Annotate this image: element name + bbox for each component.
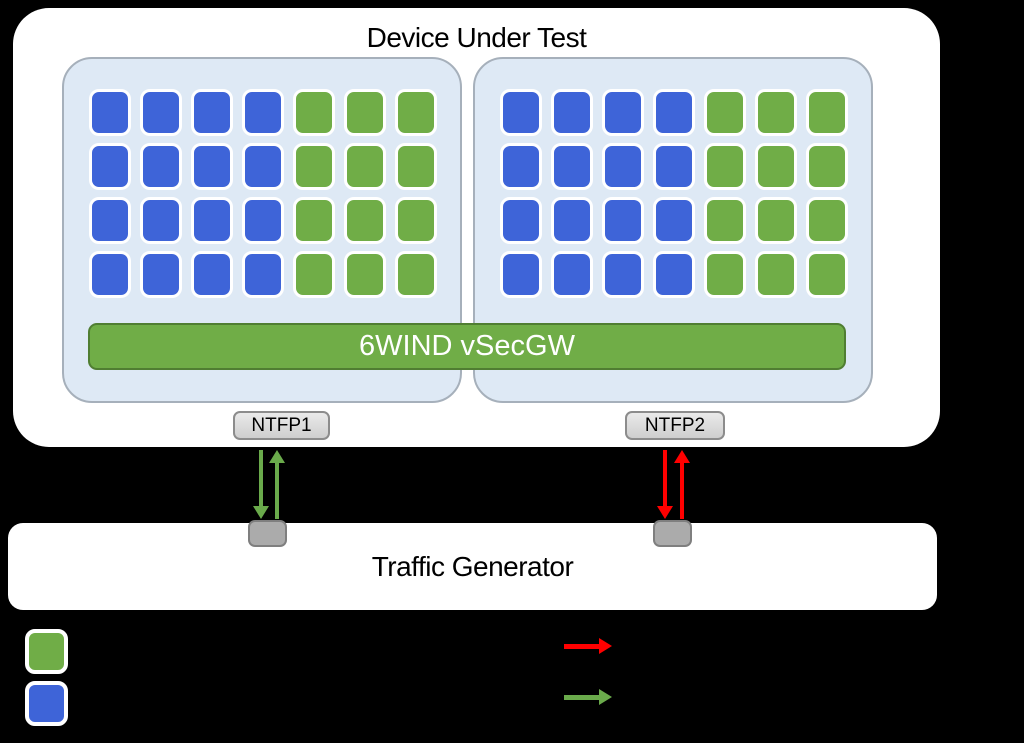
traffic-generator-title: Traffic Generator (371, 550, 574, 582)
core-cell-blue (140, 251, 182, 298)
core-cell-green (755, 197, 797, 244)
arrow-shaft (680, 462, 684, 519)
port-label-ntfp1: NTFP1 (233, 411, 330, 440)
arrow-head (253, 506, 269, 519)
vsecgw-bar: 6WIND vSecGW (88, 323, 846, 370)
arrow-shaft (564, 644, 600, 649)
core-cell-blue (242, 89, 284, 136)
core-cell-green (755, 251, 797, 298)
legend-blue-square-icon (25, 681, 68, 726)
core-grid-socket-2 (500, 89, 848, 298)
core-cell-green (704, 89, 746, 136)
core-cell-green (704, 197, 746, 244)
core-cell-blue (500, 251, 542, 298)
core-cell-green (395, 251, 437, 298)
arrow-head (599, 689, 612, 705)
arrow-head (674, 450, 690, 463)
core-cell-blue (89, 251, 131, 298)
core-cell-blue (500, 89, 542, 136)
legend-red-right-arrow-icon (564, 638, 612, 654)
core-cell-blue (602, 143, 644, 190)
arrow-shaft (663, 450, 667, 507)
core-cell-blue (653, 89, 695, 136)
core-cell-green (344, 251, 386, 298)
core-cell-blue (191, 197, 233, 244)
core-cell-green (806, 251, 848, 298)
core-cell-green (806, 197, 848, 244)
core-cell-blue (653, 143, 695, 190)
core-cell-green (293, 89, 335, 136)
tg-port-right (653, 520, 692, 547)
core-cell-green (704, 143, 746, 190)
core-cell-blue (242, 251, 284, 298)
core-cell-green (293, 251, 335, 298)
core-cell-blue (500, 197, 542, 244)
core-cell-green (806, 143, 848, 190)
core-cell-blue (191, 89, 233, 136)
core-cell-green (344, 89, 386, 136)
core-cell-green (344, 197, 386, 244)
core-cell-blue (191, 143, 233, 190)
arrow-shaft (564, 695, 600, 700)
core-cell-blue (191, 251, 233, 298)
core-cell-blue (551, 251, 593, 298)
arrow-head (269, 450, 285, 463)
arrow-head (599, 638, 612, 654)
core-cell-blue (551, 197, 593, 244)
core-cell-green (395, 89, 437, 136)
core-cell-green (755, 143, 797, 190)
core-cell-green (755, 89, 797, 136)
core-cell-blue (140, 143, 182, 190)
red-down-arrow (657, 450, 673, 519)
core-cell-blue (140, 197, 182, 244)
vsecgw-bar-label: 6WIND vSecGW (359, 330, 575, 362)
tg-port-left (248, 520, 287, 547)
port-label-ntfp2: NTFP2 (625, 411, 725, 440)
core-cell-green (395, 143, 437, 190)
core-grid-socket-1 (89, 89, 437, 298)
core-cell-blue (242, 197, 284, 244)
core-cell-blue (551, 89, 593, 136)
core-cell-blue (89, 143, 131, 190)
core-cell-blue (602, 197, 644, 244)
core-cell-green (344, 143, 386, 190)
green-up-arrow (269, 450, 285, 519)
core-cell-blue (242, 143, 284, 190)
core-cell-blue (602, 89, 644, 136)
red-up-arrow (674, 450, 690, 519)
core-cell-blue (551, 143, 593, 190)
legend-green-square-icon (25, 629, 68, 674)
arrow-head (657, 506, 673, 519)
core-cell-green (293, 197, 335, 244)
core-cell-blue (140, 89, 182, 136)
arrow-shaft (259, 450, 263, 507)
device-under-test-box: Device Under Test 6WIND vSecGW (13, 8, 940, 447)
core-cell-blue (89, 89, 131, 136)
arrow-shaft (275, 462, 279, 519)
core-cell-green (293, 143, 335, 190)
core-cell-green (806, 89, 848, 136)
dut-title: Device Under Test (366, 22, 587, 53)
core-cell-green (395, 197, 437, 244)
legend-green-right-arrow-icon (564, 689, 612, 705)
green-down-arrow (253, 450, 269, 519)
core-cell-green (704, 251, 746, 298)
core-cell-blue (89, 197, 131, 244)
core-cell-blue (602, 251, 644, 298)
core-cell-blue (653, 251, 695, 298)
traffic-generator-box: Traffic Generator (8, 523, 937, 610)
core-cell-blue (500, 143, 542, 190)
core-cell-blue (653, 197, 695, 244)
